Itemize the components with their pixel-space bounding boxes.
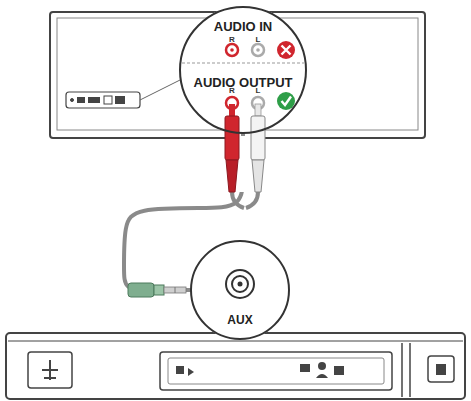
port-label: AUX xyxy=(190,314,290,327)
magnifier-circle: AUDIO IN AUDIO OUTPUT xyxy=(179,6,307,134)
divider xyxy=(182,62,304,63)
audio-in-jacks xyxy=(226,41,295,59)
pin-name: R xyxy=(229,87,235,95)
port-label: AUDIO OUTPUT xyxy=(179,76,307,90)
magnifier-ground xyxy=(190,240,290,340)
soundbar xyxy=(6,333,465,399)
aux-jack xyxy=(226,270,254,298)
magnifier-circle: AUX xyxy=(190,240,290,340)
gap-cover xyxy=(238,136,252,192)
pin-name: L xyxy=(256,36,261,44)
pin-name: R xyxy=(229,36,235,44)
rca-plugs xyxy=(225,104,265,208)
pin-name: L xyxy=(256,87,261,95)
magnifier-ground xyxy=(179,6,307,134)
aux-plug xyxy=(128,283,186,297)
port-label: AUDIO IN xyxy=(179,20,307,34)
